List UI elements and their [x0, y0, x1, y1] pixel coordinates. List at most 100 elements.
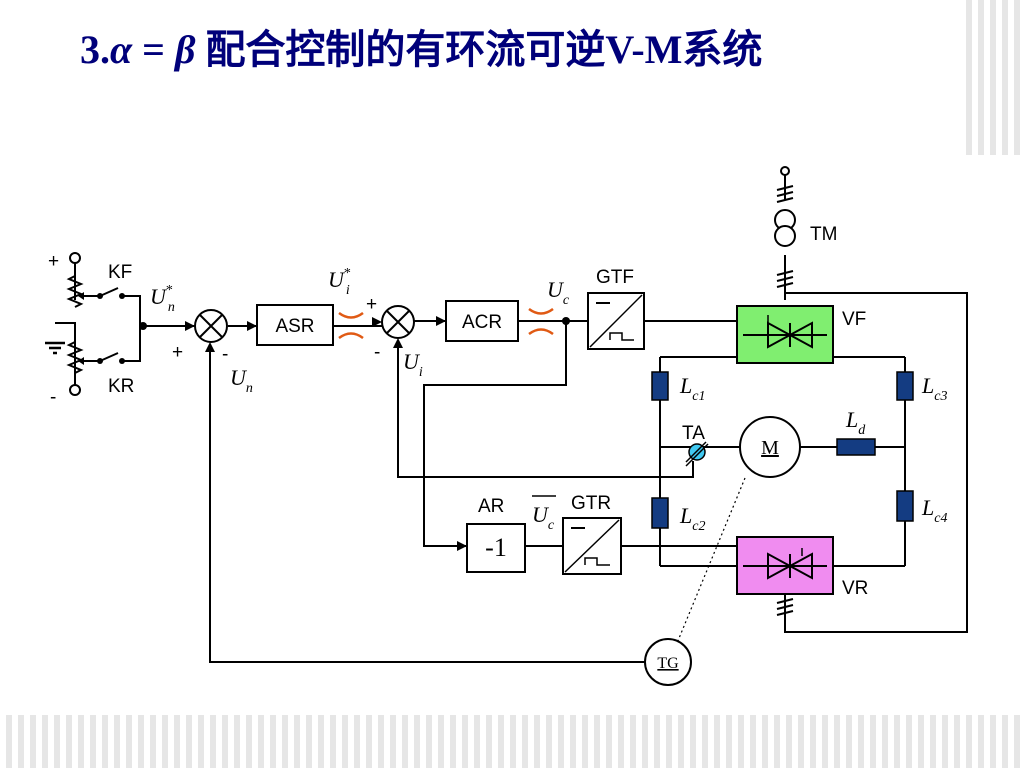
ta-label: TA: [682, 423, 705, 444]
bottom-stripe-band: [0, 715, 1024, 768]
vr-forward-triangle: [767, 552, 793, 580]
ld-inductor: [836, 438, 876, 456]
tm-three-phase-mark: [776, 270, 794, 288]
acr-box: [445, 300, 519, 342]
sum2-minus-sign: -: [374, 342, 380, 363]
supply-three-phase-mark: [776, 185, 794, 203]
vr-label: VR: [842, 578, 868, 599]
source-tap: [55, 322, 76, 343]
un-signal: Un: [230, 365, 253, 396]
lc4-inductor: [896, 490, 914, 522]
tm-secondary: [784, 292, 968, 633]
ar-gain: -1: [485, 533, 507, 562]
current-sensor-ta: TA: [682, 423, 709, 467]
ta-mark: [685, 441, 709, 467]
gtr-diagonal: [564, 519, 620, 573]
motor-label: M: [761, 437, 779, 459]
upper-potentiometer: [66, 275, 84, 308]
source-minus-terminal: [69, 384, 81, 396]
kf-contact-right: [119, 293, 125, 299]
sum2-plus-sign: +: [366, 294, 377, 315]
un-ref-signal: U*n: [150, 283, 175, 315]
lc1-inductor: [651, 371, 669, 401]
uc-bar-signal: Uc: [532, 502, 555, 533]
ld-label: Ld: [845, 407, 866, 438]
motor-circle: [739, 416, 801, 478]
gtf-pulse-icon: [609, 332, 634, 341]
sum1-feedback-arrow: [205, 342, 215, 352]
ta-feedback: [397, 340, 694, 478]
vf-forward-triangle: [767, 321, 793, 349]
vf-label: VF: [842, 309, 866, 330]
kr-label: KR: [108, 376, 134, 397]
vr-three-phase-mark: [776, 598, 794, 616]
acr-block: ACR: [436, 300, 519, 342]
sum1-plus-sign: +: [172, 342, 183, 363]
source-plus-sign: +: [48, 251, 59, 272]
switch-bus: [122, 295, 141, 362]
sum1-minus-sign: -: [222, 344, 228, 365]
asr-input-arrow: [247, 321, 257, 331]
title-alpha: α: [110, 27, 133, 72]
sum2-input-arrow: [372, 317, 382, 327]
tm-secondary-coil: [774, 225, 796, 247]
direction-switches: KF KR: [97, 262, 147, 397]
reference-source: + -: [45, 251, 84, 408]
tg-coupling-line: [674, 477, 746, 649]
title-number: 3.: [80, 27, 110, 72]
upper-wiper-arrow: [78, 292, 84, 300]
acr-label: ACR: [462, 312, 502, 333]
ui-ref-signal: U*i: [328, 266, 351, 298]
uc-to-ar: [423, 321, 567, 547]
gtf-label: GTF: [596, 267, 634, 288]
tm-label: TM: [810, 224, 837, 245]
asr-limiter-icon: [338, 311, 364, 340]
uc-junction: [562, 317, 570, 325]
kr-contact-right: [119, 358, 125, 364]
supply-terminal: [780, 166, 790, 176]
kf-label: KF: [108, 262, 132, 283]
tg-feedback: [209, 345, 645, 663]
asr-block: ASR: [247, 304, 334, 346]
title-text: 配合控制的有环流可逆V-M系统: [195, 27, 763, 72]
current-summing-junction: + -: [366, 294, 415, 363]
lc2-label: Lc2: [679, 503, 705, 534]
lc4-label: Lc4: [921, 495, 947, 526]
inductors: [651, 371, 914, 529]
vm-system-diagram: + - KF KR + - + - ASR ACR: [45, 166, 968, 686]
lc1-label: Lc1: [679, 373, 705, 404]
lower-wiper-arrow: [78, 357, 84, 365]
slide-title: 3.α = β 配合控制的有环流可逆V-M系统: [80, 22, 940, 78]
converter-vf: VF: [736, 305, 866, 364]
title-panel: [0, 0, 960, 155]
circuit-wires: [55, 175, 968, 663]
vr-reverse-triangle: [787, 552, 813, 580]
asr-limiter-top: [338, 311, 364, 319]
kr-switch-blade: [99, 352, 119, 362]
acr-limiter-bottom: [528, 328, 554, 336]
gtf-block: GTF: [562, 267, 645, 350]
ar-label: AR: [478, 496, 504, 517]
motor: M: [739, 416, 801, 478]
gtf-diagonal: [589, 294, 643, 348]
title-equals: =: [132, 27, 175, 72]
tachogenerator-tg: TG: [644, 638, 692, 686]
asr-limiter-bottom: [338, 332, 364, 340]
acr-input-arrow: [436, 316, 446, 326]
ui-signal: Ui: [403, 349, 423, 380]
gtr-pulse-icon: [584, 557, 610, 566]
sum2-cross: [386, 310, 410, 334]
gtr-label: GTR: [571, 493, 611, 514]
kf-switch-blade: [99, 287, 119, 297]
sum2-feedback-arrow: [393, 338, 403, 348]
title-beta: β: [174, 27, 196, 72]
wiper-leads: [84, 295, 100, 362]
asr-label: ASR: [275, 316, 314, 337]
ar-block: -1 AR: [457, 496, 526, 573]
uc-signal: Uc: [547, 277, 570, 308]
lc2-inductor: [651, 497, 669, 529]
ref-junction: [139, 322, 147, 330]
acr-limiter-top: [528, 307, 554, 315]
acr-limiter-icon: [528, 307, 554, 336]
lc3-label: Lc3: [921, 373, 947, 404]
